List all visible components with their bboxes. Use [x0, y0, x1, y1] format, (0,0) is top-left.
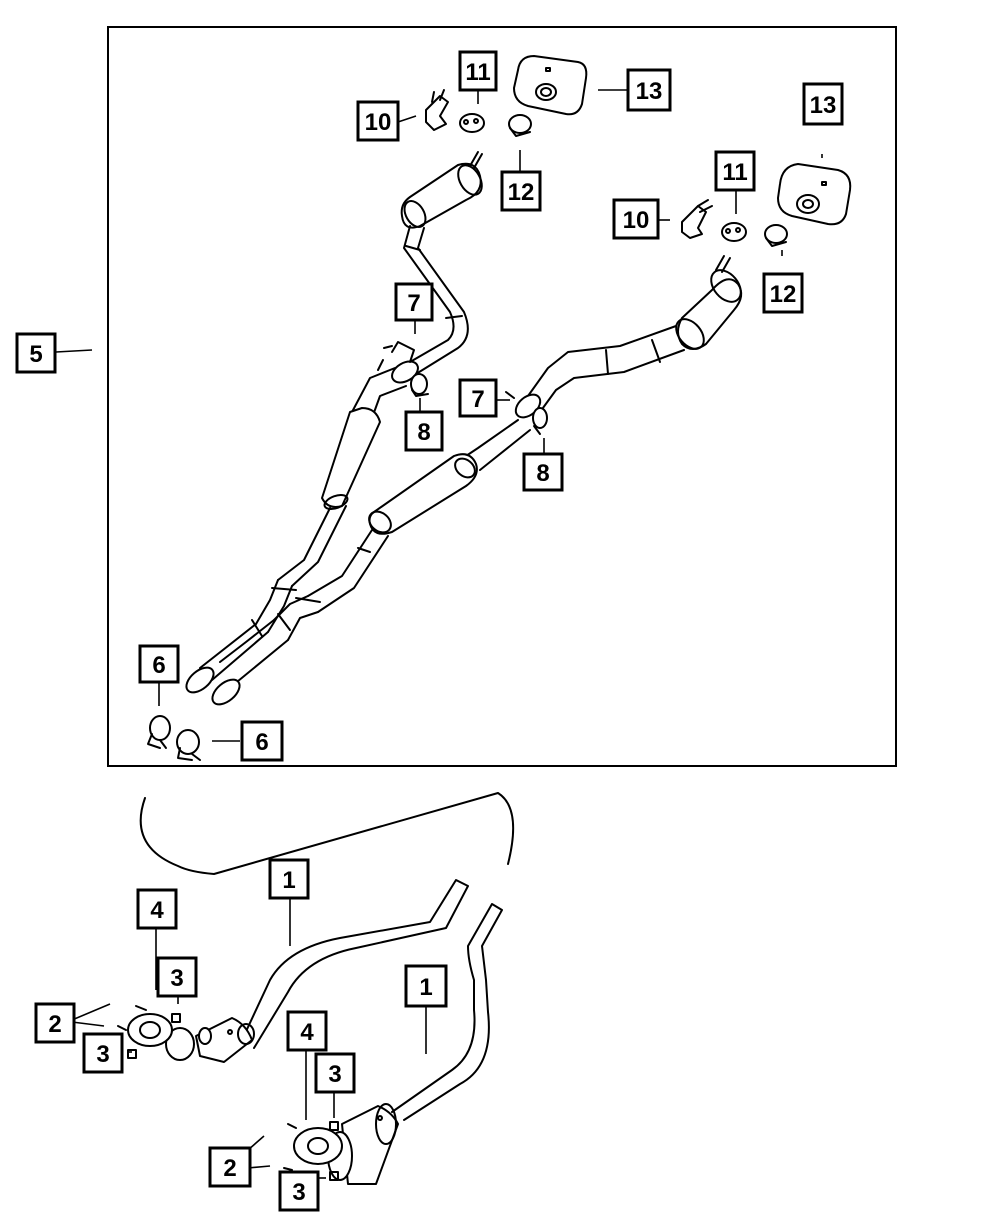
right-intermediate-pipe [527, 325, 685, 413]
callout-7-left: 7 [394, 282, 434, 322]
callout-6-lower-label: 6 [255, 729, 268, 756]
callout-3-lower-right: 3 [278, 1170, 320, 1212]
callout-2-right: 2 [208, 1146, 252, 1188]
callout-13-right: 13 [802, 82, 844, 126]
exhaust-assembly-drawing [147, 55, 852, 761]
callout-7-left-label: 7 [407, 290, 420, 317]
callout-6-lower: 6 [240, 720, 284, 762]
callout-3-upper-right: 3 [314, 1052, 356, 1094]
left-intermediate-pipe [403, 225, 469, 375]
left-clamp-12 [508, 114, 532, 137]
callout-12-left-label: 12 [508, 179, 535, 206]
engine-outline-arc [139, 792, 515, 875]
callout-2-left: 2 [34, 1002, 76, 1044]
callout-2-right-label: 2 [223, 1155, 236, 1182]
callouts: 5 11 13 10 12 13 11 10 [15, 50, 844, 1212]
right-tip-13 [777, 163, 852, 226]
tail-pipes [185, 613, 291, 706]
callout-5-label: 5 [29, 341, 42, 368]
callout-8-right: 8 [522, 452, 564, 492]
left-tip-13 [513, 55, 588, 116]
callout-4-left: 4 [136, 888, 178, 930]
right-isolator [721, 222, 747, 242]
right-clamp-12 [764, 224, 788, 247]
left-catalytic-converter [117, 879, 469, 1063]
right-clamp-joint [505, 391, 548, 435]
callout-11-right: 11 [714, 150, 756, 192]
callout-1-right: 1 [404, 964, 448, 1008]
callout-10-right: 10 [612, 198, 660, 240]
callout-12-right: 12 [762, 272, 804, 314]
callout-10-left: 10 [356, 100, 400, 142]
callout-13-left-label: 13 [636, 78, 663, 105]
callout-7-right-label: 7 [471, 386, 484, 413]
callout-3-lower-left-label: 3 [96, 1041, 109, 1068]
tailpipe-clamp-a [147, 715, 171, 749]
callout-12-right-label: 12 [770, 281, 797, 308]
callout-3-upper-right-label: 3 [328, 1061, 341, 1088]
callout-10-left-label: 10 [365, 109, 392, 136]
catalytic-converter-drawing [117, 792, 515, 1185]
callout-11-right-label: 11 [722, 159, 747, 186]
callout-1-right-label: 1 [419, 974, 432, 1001]
left-rear-muffler [400, 151, 483, 229]
callout-8-left-label: 8 [417, 419, 430, 446]
callout-10-right-label: 10 [623, 207, 650, 234]
callout-2-left-label: 2 [48, 1011, 61, 1038]
tailpipe-clamp-b [176, 729, 201, 761]
callout-13-left: 13 [626, 68, 672, 112]
right-resonator [307, 419, 531, 613]
left-resonator [277, 367, 407, 587]
callout-1-left-label: 1 [282, 867, 295, 894]
right-catalytic-converter [283, 903, 503, 1185]
callout-6-upper: 6 [138, 644, 180, 684]
right-rear-muffler [675, 255, 743, 350]
callout-3-lower-left: 3 [82, 1032, 124, 1074]
callout-4-right-label: 4 [300, 1019, 314, 1046]
callout-1-left: 1 [268, 858, 310, 900]
callout-4-right: 4 [286, 1010, 328, 1052]
callout-5: 5 [15, 332, 57, 374]
callout-11-left-label: 11 [465, 59, 490, 86]
callout-12-left: 12 [500, 170, 542, 212]
callout-7-right: 7 [458, 378, 498, 418]
callout-6-upper-label: 6 [152, 652, 165, 679]
left-isolator [459, 113, 485, 133]
callout-3-upper-left-label: 3 [170, 965, 183, 992]
callout-13-right-label: 13 [810, 92, 837, 119]
leader-lines [55, 89, 823, 1179]
callout-8-left: 8 [404, 410, 444, 452]
x-crossover-pipe [255, 579, 321, 641]
callout-3-upper-left: 3 [156, 956, 198, 998]
right-hanger-bracket [681, 199, 713, 239]
callout-11-left: 11 [458, 50, 498, 92]
callout-8-right-label: 8 [536, 460, 549, 487]
assembly-frame [107, 26, 897, 767]
callout-4-left-label: 4 [150, 897, 164, 924]
left-clamp-joint [377, 341, 429, 397]
callout-3-lower-right-label: 3 [292, 1179, 305, 1206]
left-hanger-bracket [425, 89, 449, 131]
